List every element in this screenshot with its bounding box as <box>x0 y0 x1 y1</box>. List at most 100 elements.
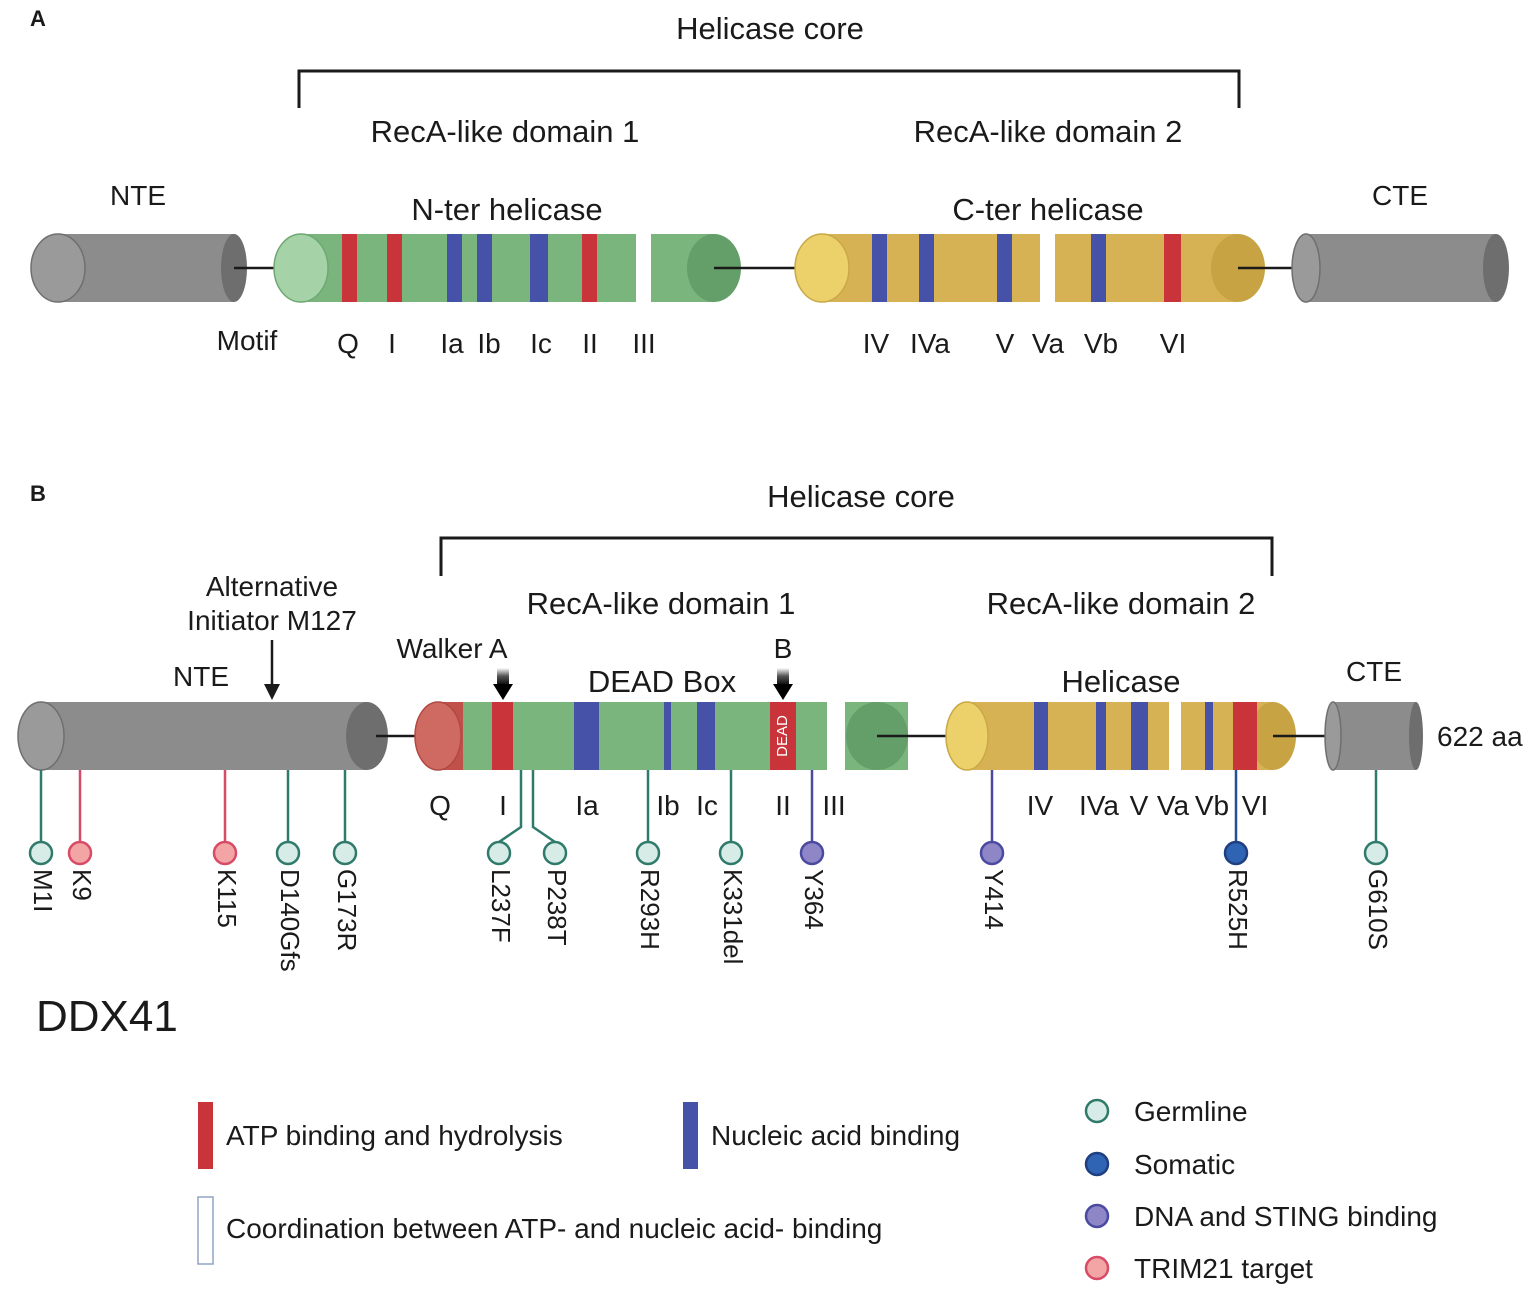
legend-coordination-swatch <box>197 1196 214 1265</box>
mutation-m1i: M1I <box>28 770 58 912</box>
panel-b-motif-i: I <box>499 790 507 821</box>
panel-b-motif-ib: Ib <box>656 790 679 821</box>
panel-a-helicase-core-bracket <box>297 69 1241 108</box>
panel-b-walker-a-label: Walker A <box>397 633 508 664</box>
mutation-l237f: L237F <box>486 770 523 943</box>
panel-b-motif-ii: II <box>775 790 791 821</box>
legend-somatic: Somatic <box>1084 1149 1235 1180</box>
mutation-y364-label: Y364 <box>799 869 829 930</box>
panel-b-motif-iva: IVa <box>1079 790 1119 821</box>
mutation-p238t-label: P238T <box>542 869 572 946</box>
panel-b-domain2-label: RecA-like domain 2 <box>987 586 1256 621</box>
panel-a-domain2-label: RecA-like domain 2 <box>914 114 1183 149</box>
legend-atp-label: ATP binding and hydrolysis <box>226 1120 563 1151</box>
panel-b-cte-label: CTE <box>1346 656 1402 687</box>
panel-a-motif-v: V <box>996 328 1015 359</box>
mutation-r293h-label: R293H <box>635 869 665 950</box>
panel-b-walker-b-label: B <box>774 633 793 664</box>
legend-dna-sting: DNA and STING binding <box>1084 1201 1438 1232</box>
panel-a-motif-i: I <box>388 328 396 359</box>
panel-b-motif-vi-band <box>1233 702 1257 770</box>
panel-a-motif-ia-band <box>447 234 462 302</box>
mutation-r525h-label: R525H <box>1223 869 1253 950</box>
mutation-k115: K115 <box>212 770 242 928</box>
legend-coordination: Coordination between ATP- and nucleic ac… <box>197 1196 882 1265</box>
panel-b-motif-iii-band <box>827 702 845 770</box>
legend-germline-marker <box>1084 1098 1110 1124</box>
panel-a-helicase-core-label: Helicase core <box>676 11 864 46</box>
panel-a-cter-helicase-label: C-ter helicase <box>952 192 1143 227</box>
legend-germline-label: Germline <box>1134 1096 1248 1127</box>
legend-dna-sting-label: DNA and STING binding <box>1134 1201 1438 1232</box>
panel-b-motif-vi: VI <box>1242 790 1268 821</box>
panel-a-nter-helicase-label: N-ter helicase <box>411 192 602 227</box>
panel-b-motif-iva-band <box>1096 702 1106 770</box>
panel-b-motif-ia-band <box>574 702 599 770</box>
legend-dna-sting-marker <box>1084 1203 1110 1229</box>
panel-a-motif-iv-band <box>872 234 887 302</box>
panel-b-dead-box-cylinder: DEAD <box>414 701 908 771</box>
alt-initiator-arrow <box>264 640 280 700</box>
panel-b-cte-cylinder <box>1324 701 1423 771</box>
panel-b-motif-va-band <box>1169 702 1181 770</box>
legend-germline: Germline <box>1084 1096 1248 1127</box>
panel-b-motif-iv-band <box>1034 702 1048 770</box>
panel-b-nte-label: NTE <box>173 661 229 692</box>
panel-a-motif-iv: IV <box>863 328 890 359</box>
panel-a-domain1-label: RecA-like domain 1 <box>371 114 640 149</box>
panel-b-helicase-label: Helicase <box>1062 664 1181 699</box>
mutation-p238t: P238T <box>531 770 572 946</box>
panel-b-helicase-core-label: Helicase core <box>767 479 955 514</box>
mutation-r293h: R293H <box>635 770 665 950</box>
mutation-r525h: R525H <box>1223 770 1253 950</box>
mutation-g610s-label: G610S <box>1363 869 1393 950</box>
panel-b-motif-va: Va <box>1157 790 1190 821</box>
panel-a-motif-ia: Ia <box>440 328 464 359</box>
panel-a-cter-cylinder <box>794 233 1265 303</box>
panel-b-motif-ic-band <box>697 702 715 770</box>
mutation-m1i-label: M1I <box>28 869 58 912</box>
panel-a: A Helicase core RecA-like domain 1 RecA-… <box>30 6 1509 359</box>
panel-a-motif-vb-band <box>1091 234 1106 302</box>
panel-a-motif-iii: III <box>632 328 655 359</box>
mutation-d140gfs-label: D140Gfs <box>275 869 305 972</box>
panel-a-nter-cylinder <box>273 233 741 303</box>
legend-nucleic: Nucleic acid binding <box>683 1102 960 1169</box>
mutation-g610s: G610S <box>1363 770 1393 950</box>
legend-trim21: TRIM21 target <box>1084 1253 1313 1284</box>
panel-a-motif-vi: VI <box>1160 328 1186 359</box>
mutation-k331del-label: K331del <box>718 869 748 964</box>
panel-a-motif-vb: Vb <box>1084 328 1118 359</box>
panel-b-motif-ic: Ic <box>696 790 718 821</box>
mutation-k9: K9 <box>67 770 97 901</box>
protein-name: DDX41 <box>36 992 178 1041</box>
legend-nucleic-swatch <box>683 1102 698 1169</box>
legend-trim21-marker <box>1084 1255 1110 1281</box>
mutation-g173r: G173R <box>332 770 362 951</box>
panel-b-motif-q: Q <box>429 790 451 821</box>
legend-somatic-marker <box>1084 1151 1110 1177</box>
panel-b-alt-initiator-line1: Alternative <box>206 571 338 602</box>
panel-a-motif-label: Motif <box>217 325 278 356</box>
panel-a-letter: A <box>30 6 46 31</box>
panel-b-dead-box-label: DEAD Box <box>588 664 737 699</box>
panel-a-nte-label: NTE <box>110 180 166 211</box>
panel-a-motif-ib-band <box>477 234 492 302</box>
panel-a-motif-va: Va <box>1032 328 1065 359</box>
legend-coordination-label: Coordination between ATP- and nucleic ac… <box>226 1213 882 1244</box>
mutation-k9-label: K9 <box>67 869 97 901</box>
panel-b-motif-v-band <box>1131 702 1148 770</box>
panel-b-motif-ib-band <box>664 702 671 770</box>
panel-b-motif-v: V <box>1130 790 1149 821</box>
panel-a-nte-cylinder <box>30 233 247 303</box>
panel-b-motif-iv: IV <box>1027 790 1054 821</box>
legend: ATP binding and hydrolysis Nucleic acid … <box>197 1096 1438 1284</box>
panel-b-motif-q-cap <box>414 701 462 771</box>
panel-b-motif-ii-band <box>770 702 796 770</box>
mutation-k115-label: K115 <box>212 869 242 928</box>
mutation-d140gfs: D140Gfs <box>275 770 305 972</box>
protein-length: 622 aa <box>1437 721 1523 752</box>
panel-b-helicase-cylinder <box>945 701 1296 771</box>
panel-a-motif-iva-band <box>919 234 934 302</box>
